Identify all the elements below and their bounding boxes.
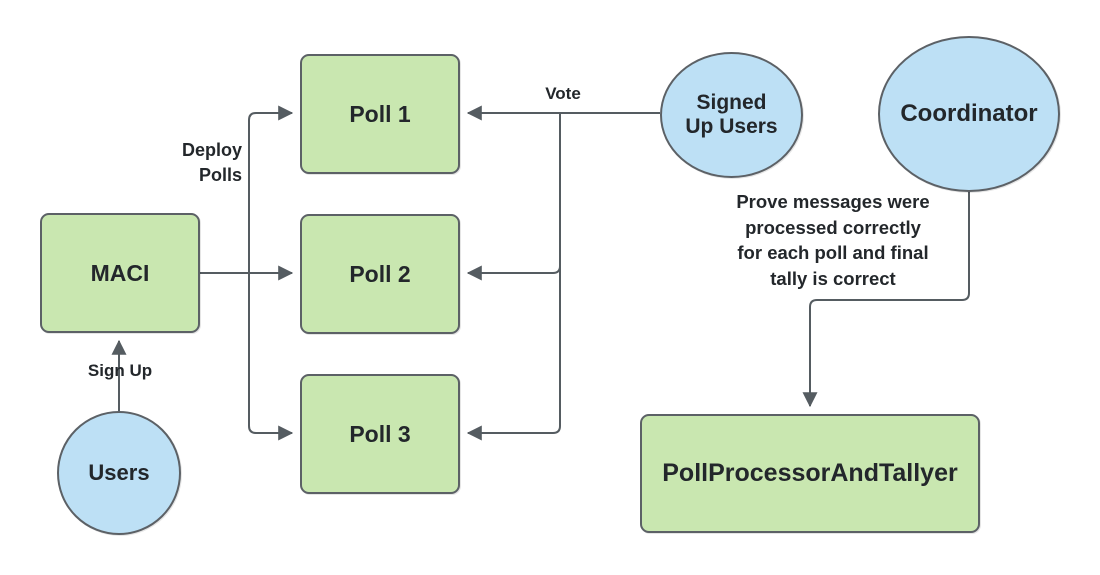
node-poll-2-label: Poll 2 (349, 260, 411, 287)
edge-prove (802, 192, 970, 408)
edge-label-sign-up: Sign Up (87, 361, 153, 380)
node-poll-3[interactable]: Poll 3 (300, 374, 460, 494)
node-users[interactable]: Users (57, 411, 181, 535)
edge-deploy-poll3 (248, 273, 294, 441)
node-poll-1-label: Poll 1 (349, 100, 411, 127)
node-users-label: Users (88, 460, 150, 486)
edge-label-deploy-polls: Deploy Polls (181, 140, 242, 185)
node-poll-processor-and-tallyer-label: PollProcessorAndTallyer (662, 459, 958, 488)
node-maci[interactable]: MACI (40, 213, 200, 333)
node-poll-1[interactable]: Poll 1 (300, 54, 460, 174)
node-coordinator[interactable]: Coordinator (878, 36, 1060, 192)
edge-label-prove: Prove messages were processed correctly … (736, 191, 930, 289)
node-maci-label: MACI (90, 259, 150, 286)
node-poll-2[interactable]: Poll 2 (300, 214, 460, 334)
edge-label-vote: Vote (545, 84, 581, 103)
edge-vote-poll2 (466, 113, 561, 281)
edge-deploy-poll1 (248, 105, 294, 273)
node-signed-up-users-label: Signed Up Users (685, 90, 778, 138)
node-signed-up-users[interactable]: Signed Up Users (660, 52, 803, 178)
node-poll-3-label: Poll 3 (349, 420, 411, 447)
edge-vote-poll3 (466, 113, 561, 441)
node-coordinator-label: Coordinator (900, 100, 1038, 128)
node-poll-processor-and-tallyer[interactable]: PollProcessorAndTallyer (640, 414, 980, 533)
